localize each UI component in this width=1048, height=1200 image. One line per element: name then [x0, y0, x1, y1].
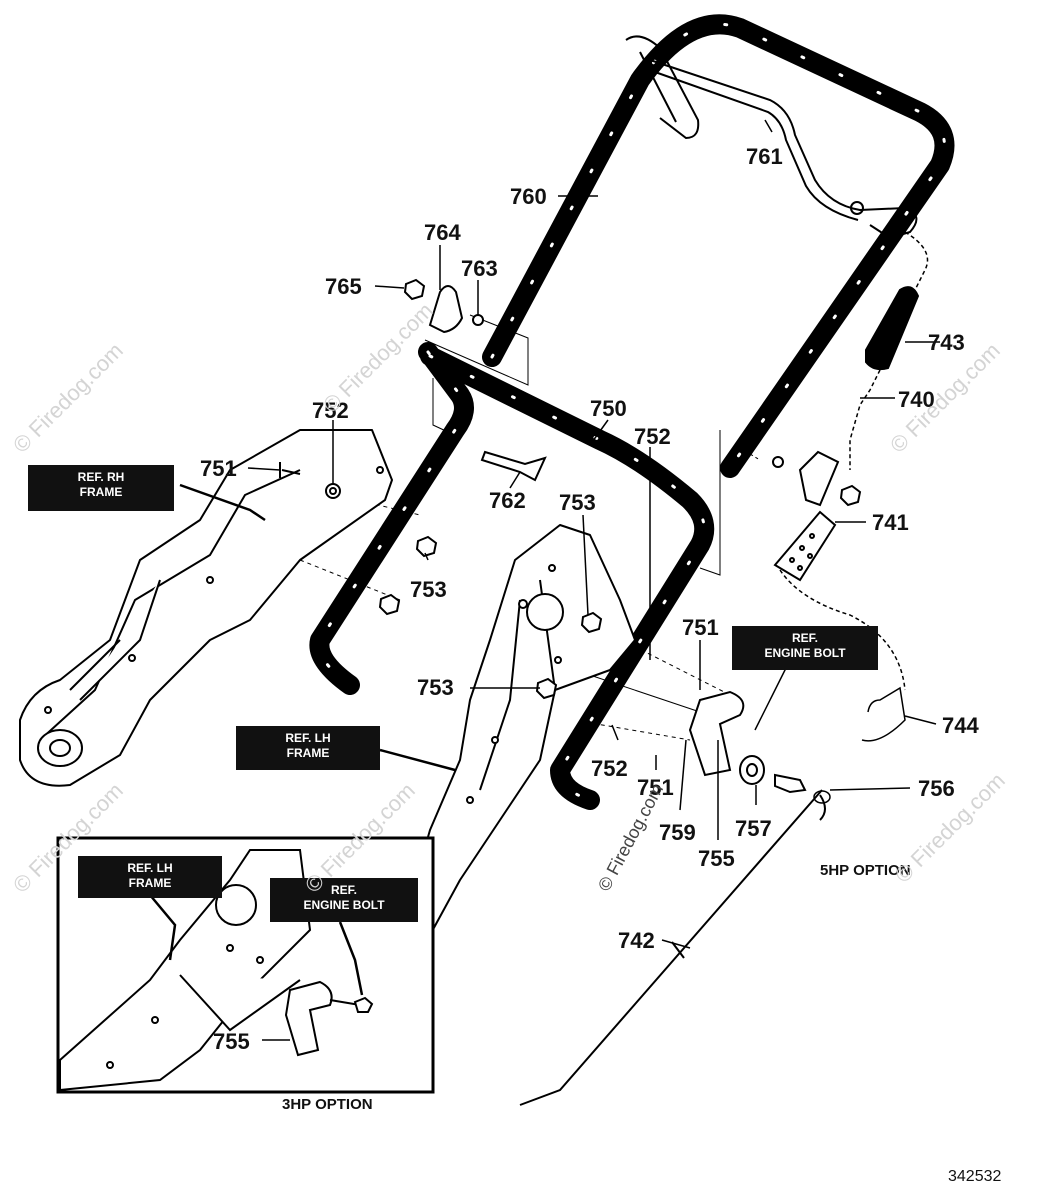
upper-handle-760 — [482, 14, 955, 478]
callout-744: 744 — [942, 713, 979, 738]
ref-lh-frame-label: REF. LH FRAME — [236, 726, 380, 770]
callout-753-c: 753 — [417, 675, 454, 700]
option-5hp-label: 5HP OPTION — [820, 862, 911, 879]
ref-engine-bolt-label: REF. ENGINE BOLT — [732, 626, 878, 670]
callout-765: 765 — [325, 274, 362, 299]
callout-759: 759 — [659, 820, 696, 845]
callout-757: 757 — [735, 816, 772, 841]
callout-740: 740 — [898, 387, 935, 412]
callout-761: 761 — [746, 144, 783, 169]
callout-755-a: 755 — [698, 846, 735, 871]
lower-handle-750 — [309, 342, 715, 810]
callout-762: 762 — [489, 488, 526, 513]
inset-ref-lh-frame-line-2: FRAME — [128, 876, 172, 890]
callout-755-b: 755 — [213, 1029, 250, 1054]
callout-751-b: 751 — [682, 615, 719, 640]
callout-742: 742 — [618, 928, 655, 953]
ref-rh-frame-line-1: REF. RH — [77, 470, 125, 484]
callout-764: 764 — [424, 220, 461, 245]
inset-ref-lh-frame-label: REF. LH FRAME — [78, 856, 222, 898]
cables — [519, 231, 929, 1106]
inset-ref-engine-bolt-line-2: ENGINE BOLT — [303, 898, 385, 912]
callout-743: 743 — [928, 330, 965, 355]
callout-752-a: 752 — [312, 398, 349, 423]
ref-rh-frame-line-2: FRAME — [79, 485, 123, 499]
ref-lh-frame-line-1: REF. LH — [285, 731, 331, 745]
callout-753-b: 753 — [410, 577, 447, 602]
inset-ref-engine-bolt-line-1: REF. — [330, 883, 357, 897]
ref-engine-bolt-line-1: REF. — [791, 631, 818, 645]
callout-752-c: 752 — [591, 756, 628, 781]
ref-rh-frame-label: REF. RH FRAME — [28, 465, 174, 511]
control-bar-761 — [625, 35, 918, 240]
callout-751-a: 751 — [200, 456, 237, 481]
callout-751-c: 751 — [637, 775, 674, 800]
callout-752-b: 752 — [634, 424, 671, 449]
lh-frame — [409, 524, 636, 936]
callout-763: 763 — [461, 256, 498, 281]
option-3hp-label: 3HP OPTION — [282, 1096, 373, 1113]
callout-750: 750 — [590, 396, 627, 421]
inset-ref-engine-bolt-label: REF. ENGINE BOLT — [270, 878, 418, 922]
ref-lh-frame-line-2: FRAME — [286, 746, 330, 760]
callout-760: 760 — [510, 184, 547, 209]
rh-frame — [19, 429, 393, 787]
callout-756: 756 — [918, 776, 955, 801]
callout-741: 741 — [872, 510, 909, 535]
document-number: 342532 — [948, 1168, 1002, 1185]
leader-lines — [179, 119, 940, 949]
hardware — [279, 278, 920, 794]
callout-753-a: 753 — [559, 490, 596, 515]
ref-engine-bolt-line-2: ENGINE BOLT — [764, 646, 846, 660]
inset-ref-lh-frame-line-1: REF. LH — [127, 861, 173, 875]
